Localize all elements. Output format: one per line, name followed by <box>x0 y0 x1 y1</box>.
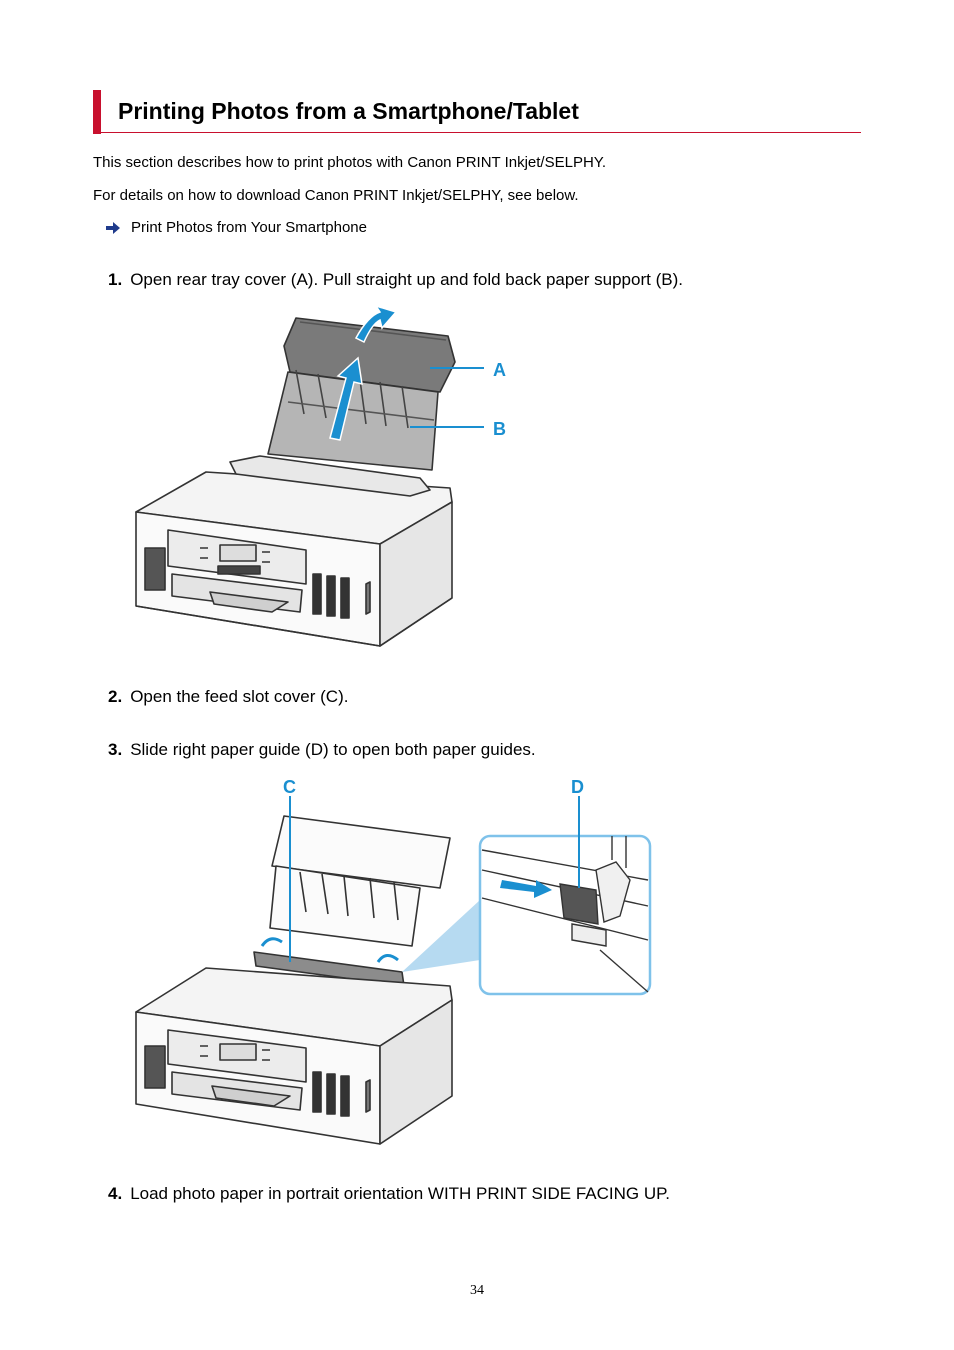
step-number: 2. <box>108 687 123 706</box>
step-text: Load photo paper in portrait orientation… <box>130 1184 671 1203</box>
step-text: Open the feed slot cover (C). <box>130 687 349 706</box>
step-number: 1. <box>108 270 123 289</box>
step-3: 3. Slide right paper guide (D) to open b… <box>108 740 536 760</box>
intro-text: This section describes how to print phot… <box>93 154 607 171</box>
page-title: Printing Photos from a Smartphone/Tablet <box>118 98 579 124</box>
title-underline <box>93 132 861 133</box>
step-text: Slide right paper guide (D) to open both… <box>130 740 536 759</box>
callout-label-c: C <box>283 777 296 797</box>
step-text: Open rear tray cover (A). Pull straight … <box>130 270 683 289</box>
smartphone-link[interactable]: Print Photos from Your Smartphone <box>105 219 367 236</box>
callout-label-d: D <box>571 777 584 797</box>
smartphone-link-label[interactable]: Print Photos from Your Smartphone <box>131 219 367 236</box>
details-text: For details on how to download Canon PRI… <box>93 187 579 204</box>
step-4: 4. Load photo paper in portrait orientat… <box>108 1184 670 1204</box>
step-number: 3. <box>108 740 123 759</box>
step-1: 1. Open rear tray cover (A). Pull straig… <box>108 270 683 290</box>
page-number: 34 <box>470 1283 484 1298</box>
callout-label-b: B <box>493 419 506 439</box>
step-2: 2. Open the feed slot cover (C). <box>108 687 348 707</box>
step-number: 4. <box>108 1184 123 1203</box>
callout-label-a: A <box>493 360 506 380</box>
title-accent-bar <box>93 90 101 134</box>
arrow-right-icon <box>106 221 120 234</box>
